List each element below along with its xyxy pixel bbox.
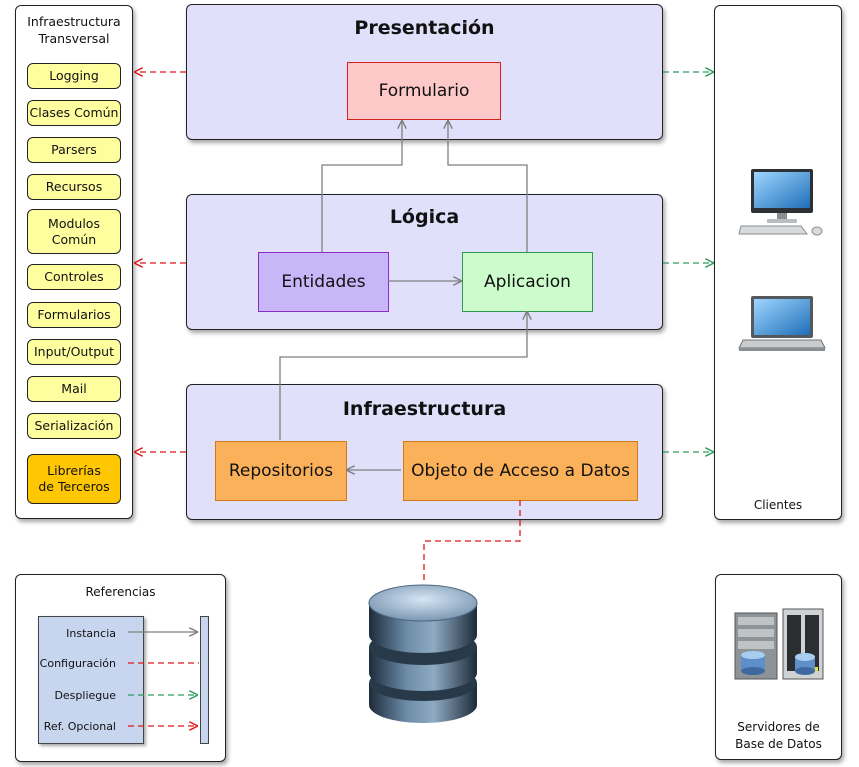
crosscutting-item-formularios: Formularios [27,302,121,328]
arrow-aplicacion-to-formulario [448,121,528,252]
laptop-icon [738,296,826,351]
presentation-title: Presentación [354,17,495,39]
db-cylinder-small-1 [741,651,765,675]
arrow-repositorios-to-aplicacion [279,312,527,440]
entidades-box: Entidades [258,252,389,312]
crosscutting-item-controles: Controles [27,264,121,290]
database-icon [368,584,478,723]
crosscutting-item-recursos: Recursos [27,174,121,200]
legend-target-bar [200,616,209,744]
crosscutting-item-logging: Logging [27,63,121,89]
crosscutting-item-modulos-comun: Modulos Común [27,209,121,254]
crosscutting-item-input-output: Input/Output [27,339,121,365]
formulario-box: Formulario [347,62,501,120]
database-servers-icon [734,608,824,680]
servers-panel: Servidores de Base de Datos [715,574,842,760]
desktop-computer-icon [738,169,823,236]
clients-label: Clientes [753,498,803,512]
db-cylinder-small-2 [795,653,815,675]
infrastructure-layer: Infraestructura Repositorios Objeto de A… [186,384,663,520]
db-disk-top [368,584,478,653]
legend-item-ref-opcional: Ref. Opcional [43,720,116,733]
legend-panel: Referencias Instancia Configuración Desp… [15,574,226,762]
dao-box: Objeto de Acceso a Datos [403,441,638,501]
repositorios-box: Repositorios [215,441,347,501]
crosscutting-item-mail: Mail [27,376,121,402]
legend-item-configuracion: Configuración [39,657,116,670]
legend-source-box [38,616,144,744]
crosscutting-item-parsers: Parsers [27,137,121,163]
logic-title: Lógica [389,206,460,228]
crosscutting-item-serializacion: Serialización [27,413,121,439]
servers-label: Servidores de Base de Datos [735,720,822,752]
crosscutting-item-clases-comun: Clases Común [27,100,121,126]
arrow-entidades-to-formulario [321,121,402,252]
crosscutting-panel: Infraestructura Transversal Logging Clas… [15,5,133,519]
infrastructure-title: Infraestructura [342,398,507,420]
logic-layer: Lógica Entidades Aplicacion [186,194,663,330]
legend-item-despliegue: Despliegue [54,689,116,702]
third-party-libraries: Librerías de Terceros [27,454,121,504]
presentation-layer: Presentación Formulario [186,4,663,140]
legend-title: Referencias [85,585,156,599]
aplicacion-box: Aplicacion [462,252,593,312]
clients-panel: Clientes [714,5,842,520]
legend-item-instancia: Instancia [66,627,116,640]
crosscutting-title: Infraestructura Transversal [27,14,121,46]
config-line-dao-to-database [423,500,521,580]
